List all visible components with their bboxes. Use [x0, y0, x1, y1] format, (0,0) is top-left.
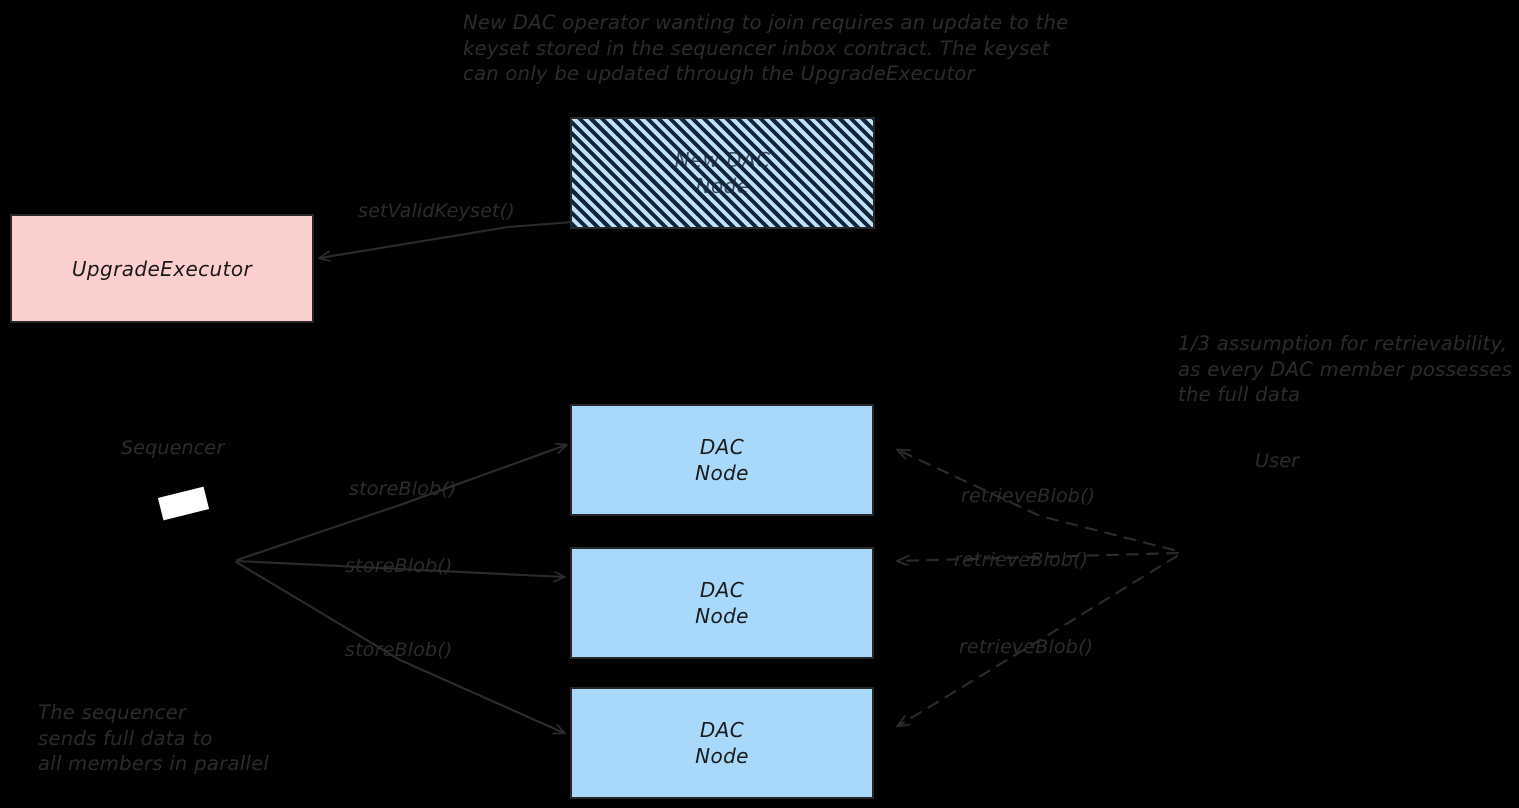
note-bottom-left: The sequencer sends full data to all mem… — [38, 701, 270, 775]
edge-label-retrieve-blob-2: retrieveBlob() — [954, 549, 1089, 571]
note-top: New DAC operator wanting to join require… — [463, 11, 1069, 85]
edge-label-set-valid-keyset: setValidKeyset() — [358, 200, 515, 222]
edge-store-blob-3 — [234, 560, 564, 733]
edge-label-retrieve-blob-1: retrieveBlob() — [961, 485, 1096, 507]
note-right: 1/3 assumption for retrievability, as ev… — [1178, 332, 1513, 406]
node-upgrade-executor-label: UpgradeExecutor — [71, 256, 253, 281]
edge-retrieve-blob-2 — [898, 551, 1180, 561]
actor-sequencer-label: Sequencer — [121, 437, 225, 459]
edge-label-store-blob-2: storeBlob() — [345, 555, 453, 577]
node-dac-node-3-label: DAC Node — [695, 718, 749, 768]
edge-label-retrieve-blob-3: retrieveBlob() — [959, 636, 1094, 658]
edge-store-blob-2 — [235, 559, 564, 577]
node-dac-node-1-label: DAC Node — [695, 435, 749, 485]
node-upgrade-executor[interactable]: UpgradeExecutor — [10, 214, 314, 323]
node-dac-node-3[interactable]: DAC Node — [570, 687, 874, 799]
actor-user-label: User — [1255, 450, 1300, 472]
edge-label-store-blob-1: storeBlob() — [349, 478, 457, 500]
node-dac-node-1[interactable]: DAC Node — [570, 404, 874, 516]
edge-store-blob-1 — [235, 445, 566, 562]
edge-label-store-blob-3: storeBlob() — [345, 639, 453, 661]
edge-set-valid-keyset — [320, 220, 575, 258]
node-new-dac-node-label: New DAC Node — [674, 148, 771, 198]
edge-retrieve-blob-3 — [898, 554, 1179, 726]
edge-retrieve-blob-1 — [898, 450, 1176, 552]
node-new-dac-node[interactable]: New DAC Node — [570, 117, 875, 229]
node-dac-node-2[interactable]: DAC Node — [570, 547, 874, 659]
node-dac-node-2-label: DAC Node — [695, 578, 749, 628]
